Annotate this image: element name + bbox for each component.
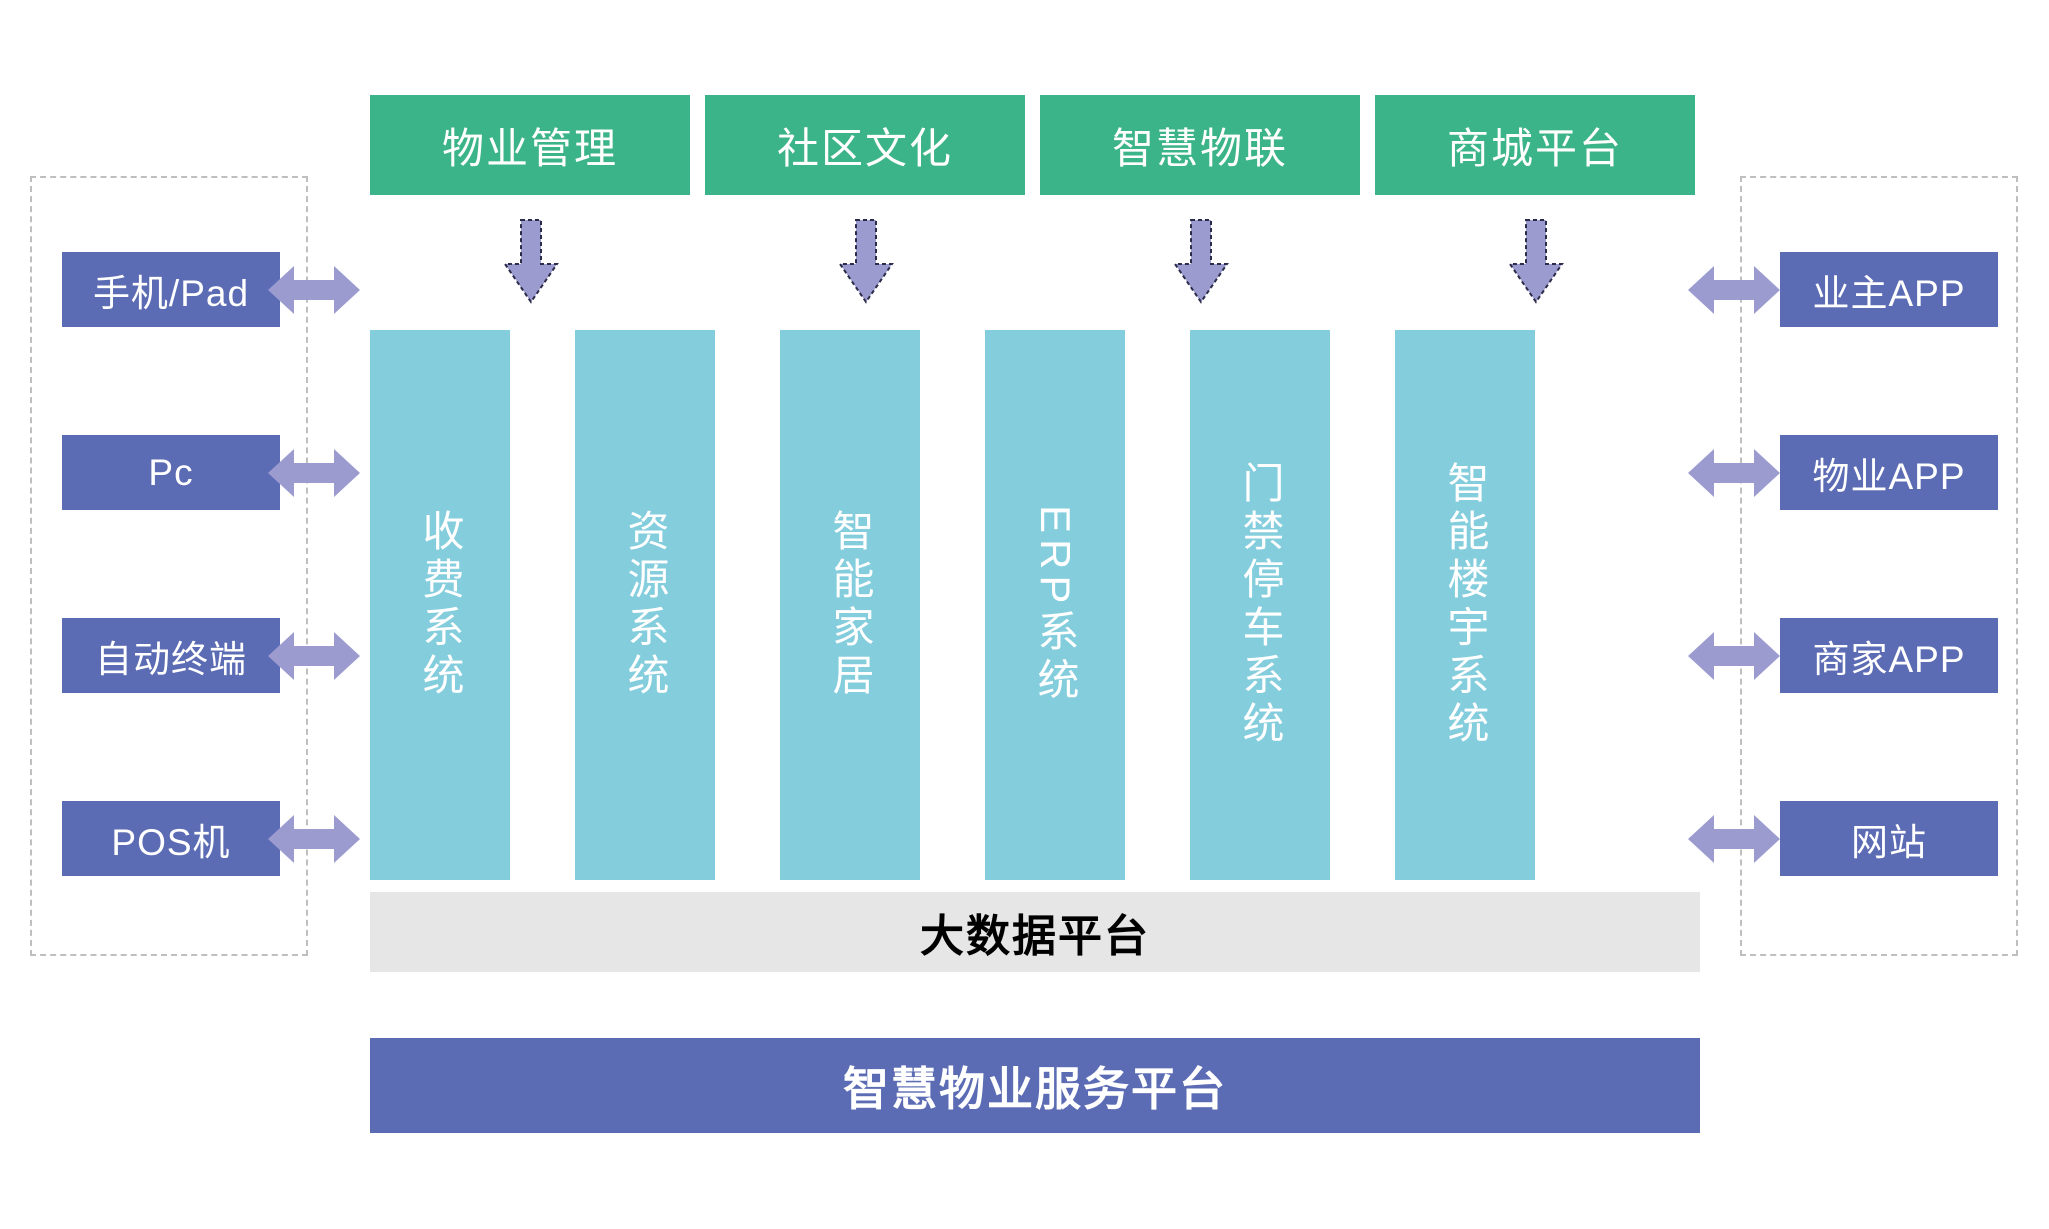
- app-label: 物业APP: [1812, 455, 1966, 497]
- device-pos-machine[interactable]: POS机: [62, 801, 280, 876]
- system-column-label: 资源系统: [622, 509, 669, 701]
- system-column-smart-building[interactable]: 智能楼宇系统: [1395, 330, 1535, 880]
- device-label: Pc: [148, 451, 194, 493]
- system-column-resource[interactable]: 资源系统: [575, 330, 715, 880]
- top-module-property-management[interactable]: 物业管理: [370, 95, 690, 195]
- bigdata-platform-bar[interactable]: 大数据平台: [370, 892, 1700, 972]
- app-label: 网站: [1851, 821, 1927, 863]
- system-column-label: 智能家居: [827, 509, 874, 701]
- system-column-label: 门禁停车系统: [1237, 461, 1284, 749]
- arrow-down-icon: [1173, 218, 1229, 304]
- top-module-label: 商城平台: [1446, 124, 1623, 172]
- app-property[interactable]: 物业APP: [1780, 435, 1998, 510]
- app-merchant[interactable]: 商家APP: [1780, 618, 1998, 693]
- arrow-left-right-icon: [268, 260, 360, 320]
- device-pc[interactable]: Pc: [62, 435, 280, 510]
- system-column-charging[interactable]: 收费系统: [370, 330, 510, 880]
- system-column-label: 收费系统: [417, 509, 464, 701]
- bigdata-platform-label: 大数据平台: [920, 912, 1150, 961]
- arrow-left-right-icon: [1688, 443, 1780, 503]
- service-platform-bar[interactable]: 智慧物业服务平台: [370, 1038, 1700, 1133]
- device-label: 手机/Pad: [92, 272, 250, 314]
- arrow-left-right-icon: [268, 809, 360, 869]
- system-column-erp[interactable]: ERP系统: [985, 330, 1125, 880]
- arrow-left-right-icon: [1688, 626, 1780, 686]
- arrow-down-icon: [838, 218, 894, 304]
- device-mobile-pad[interactable]: 手机/Pad: [62, 252, 280, 327]
- top-module-label: 社区文化: [776, 124, 953, 172]
- client-apps-panel: [1740, 176, 2018, 956]
- client-devices-panel: [30, 176, 308, 956]
- arrow-down-icon: [503, 218, 559, 304]
- arrow-left-right-icon: [268, 626, 360, 686]
- device-label: POS机: [111, 821, 231, 863]
- top-module-mall-platform[interactable]: 商城平台: [1375, 95, 1695, 195]
- system-column-access-parking[interactable]: 门禁停车系统: [1190, 330, 1330, 880]
- system-column-label: ERP系统: [1032, 504, 1079, 706]
- system-column-label: 智能楼宇系统: [1442, 461, 1489, 749]
- app-label: 业主APP: [1812, 272, 1966, 314]
- arrow-left-right-icon: [1688, 260, 1780, 320]
- system-column-smart-home[interactable]: 智能家居: [780, 330, 920, 880]
- device-label: 自动终端: [95, 638, 247, 680]
- app-owner[interactable]: 业主APP: [1780, 252, 1998, 327]
- app-label: 商家APP: [1812, 638, 1966, 680]
- top-module-community-culture[interactable]: 社区文化: [705, 95, 1025, 195]
- top-module-label: 智慧物联: [1111, 124, 1288, 172]
- arrow-left-right-icon: [1688, 809, 1780, 869]
- arrow-down-icon: [1508, 218, 1564, 304]
- arrow-left-right-icon: [268, 443, 360, 503]
- service-platform-label: 智慧物业服务平台: [843, 1062, 1227, 1115]
- top-module-label: 物业管理: [441, 124, 618, 172]
- top-module-smart-iot[interactable]: 智慧物联: [1040, 95, 1360, 195]
- device-self-service-terminal[interactable]: 自动终端: [62, 618, 280, 693]
- app-website[interactable]: 网站: [1780, 801, 1998, 876]
